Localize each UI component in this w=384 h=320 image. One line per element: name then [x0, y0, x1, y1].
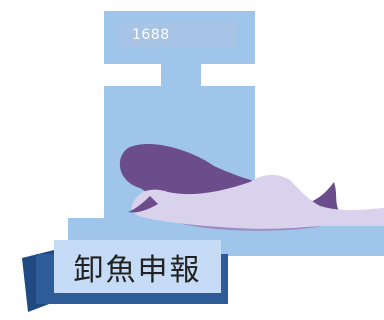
whale-icon [119, 144, 384, 231]
scale-weight-display: 1688 [120, 22, 238, 48]
fish-declaration-label: 卸魚申報 [54, 240, 221, 293]
